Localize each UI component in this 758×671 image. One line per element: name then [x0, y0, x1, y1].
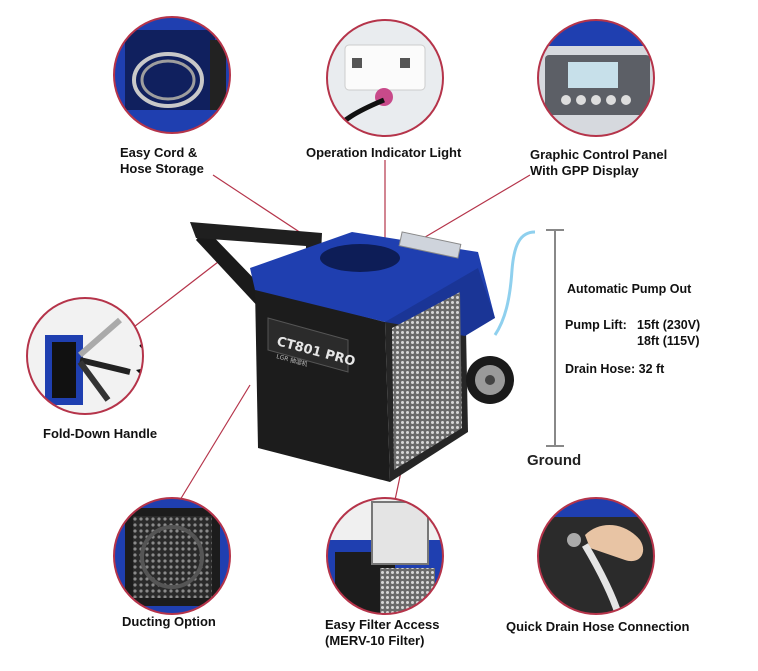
label-quick-drain: Quick Drain Hose Connection [506, 619, 690, 634]
callout-filter-image [326, 497, 444, 615]
dehumidifier-unit: CT801 PRO LGR 抽湿机 [190, 222, 536, 482]
callout-quick-drain-image [537, 497, 655, 615]
label-fold-handle: Fold-Down Handle [43, 426, 158, 441]
label-filter-access: Easy Filter Access (MERV-10 Filter) [325, 617, 440, 648]
pump-lift-label: Pump Lift: [565, 318, 627, 332]
pump-lift-115: 18ft (115V) [637, 334, 700, 348]
ground-label: Ground [527, 452, 582, 469]
callout-fold-handle-image [26, 297, 144, 415]
callout-ducting-image [113, 497, 231, 615]
pump-height-bar [546, 229, 564, 447]
label-control-panel: Graphic Control Panel With GPP Display [530, 147, 668, 178]
label-indicator-light: Operation Indicator Light [306, 145, 462, 160]
label-ducting: Ducting Option [122, 614, 216, 629]
callout-cord-storage-image [113, 16, 231, 134]
pump-lift-230: 15ft (230V) [637, 318, 701, 332]
label-cord-storage: Easy Cord & Hose Storage [120, 145, 204, 176]
callout-control-panel-image [537, 19, 655, 137]
pump-title: Automatic Pump Out [567, 282, 692, 296]
callout-indicator-light-image [326, 19, 444, 137]
drain-hose-length: Drain Hose: 32 ft [565, 362, 665, 376]
